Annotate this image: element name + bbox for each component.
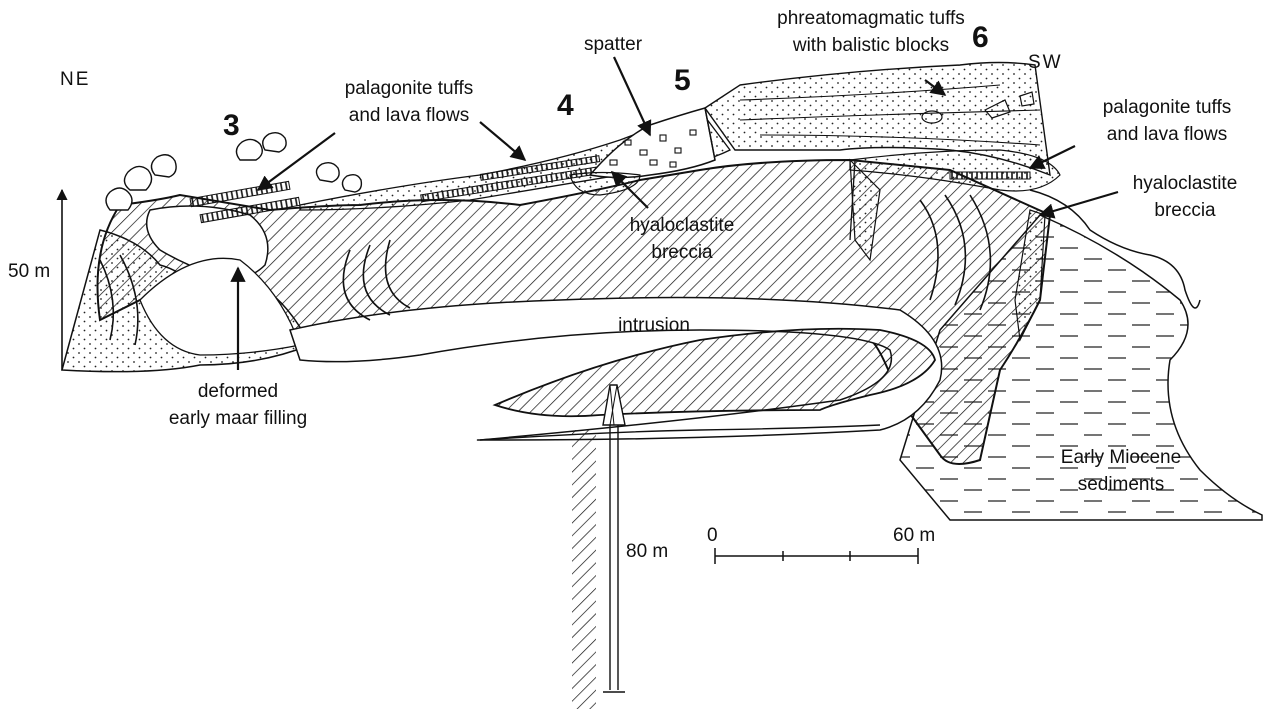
label-palagonite-left-line1: palagonite tuffs [345,78,474,99]
label-deformed-line2: early maar filling [169,408,307,429]
label-deformed-line1: deformed [198,381,278,402]
label-hyaloclastite-right-line1: hyaloclastite [1133,173,1238,194]
label-scale-start: 0 [707,525,718,546]
spatter-cone [590,108,715,178]
label-hyaloclastite-center-line1: hyaloclastite [630,215,735,236]
label-hyaloclastite-center-line2: breccia [651,242,713,263]
label-palagonite-right-line1: palagonite tuffs [1103,97,1232,118]
label-scale-end: 60 m [893,525,935,546]
label-palagonite-left-line2: and lava flows [349,105,469,126]
label-spatter: spatter [584,34,643,55]
site-number-3: 3 [223,109,240,142]
label-phreatomagmatic-line2: with balistic blocks [792,35,949,56]
label-hyaloclastite-right-line2: breccia [1154,200,1216,221]
label-depth-scale: 80 m [626,541,668,562]
label-miocene-line2: sediments [1078,474,1165,495]
label-vertical-scale: 50 m [8,261,50,282]
site-number-5: 5 [674,64,691,97]
site-number-6: 6 [972,21,989,54]
site-number-4: 4 [557,89,574,122]
direction-ne: NE [60,69,90,90]
direction-sw: SW [1028,52,1063,73]
label-miocene-line1: Early Miocene [1061,447,1181,468]
horizontal-scale-bar [715,548,918,564]
label-intrusion: intrusion [618,315,690,336]
label-palagonite-right-line2: and lava flows [1107,124,1227,145]
label-phreatomagmatic-line1: phreatomagmatic tuffs [777,8,965,29]
lava-flow-right [950,172,1030,179]
